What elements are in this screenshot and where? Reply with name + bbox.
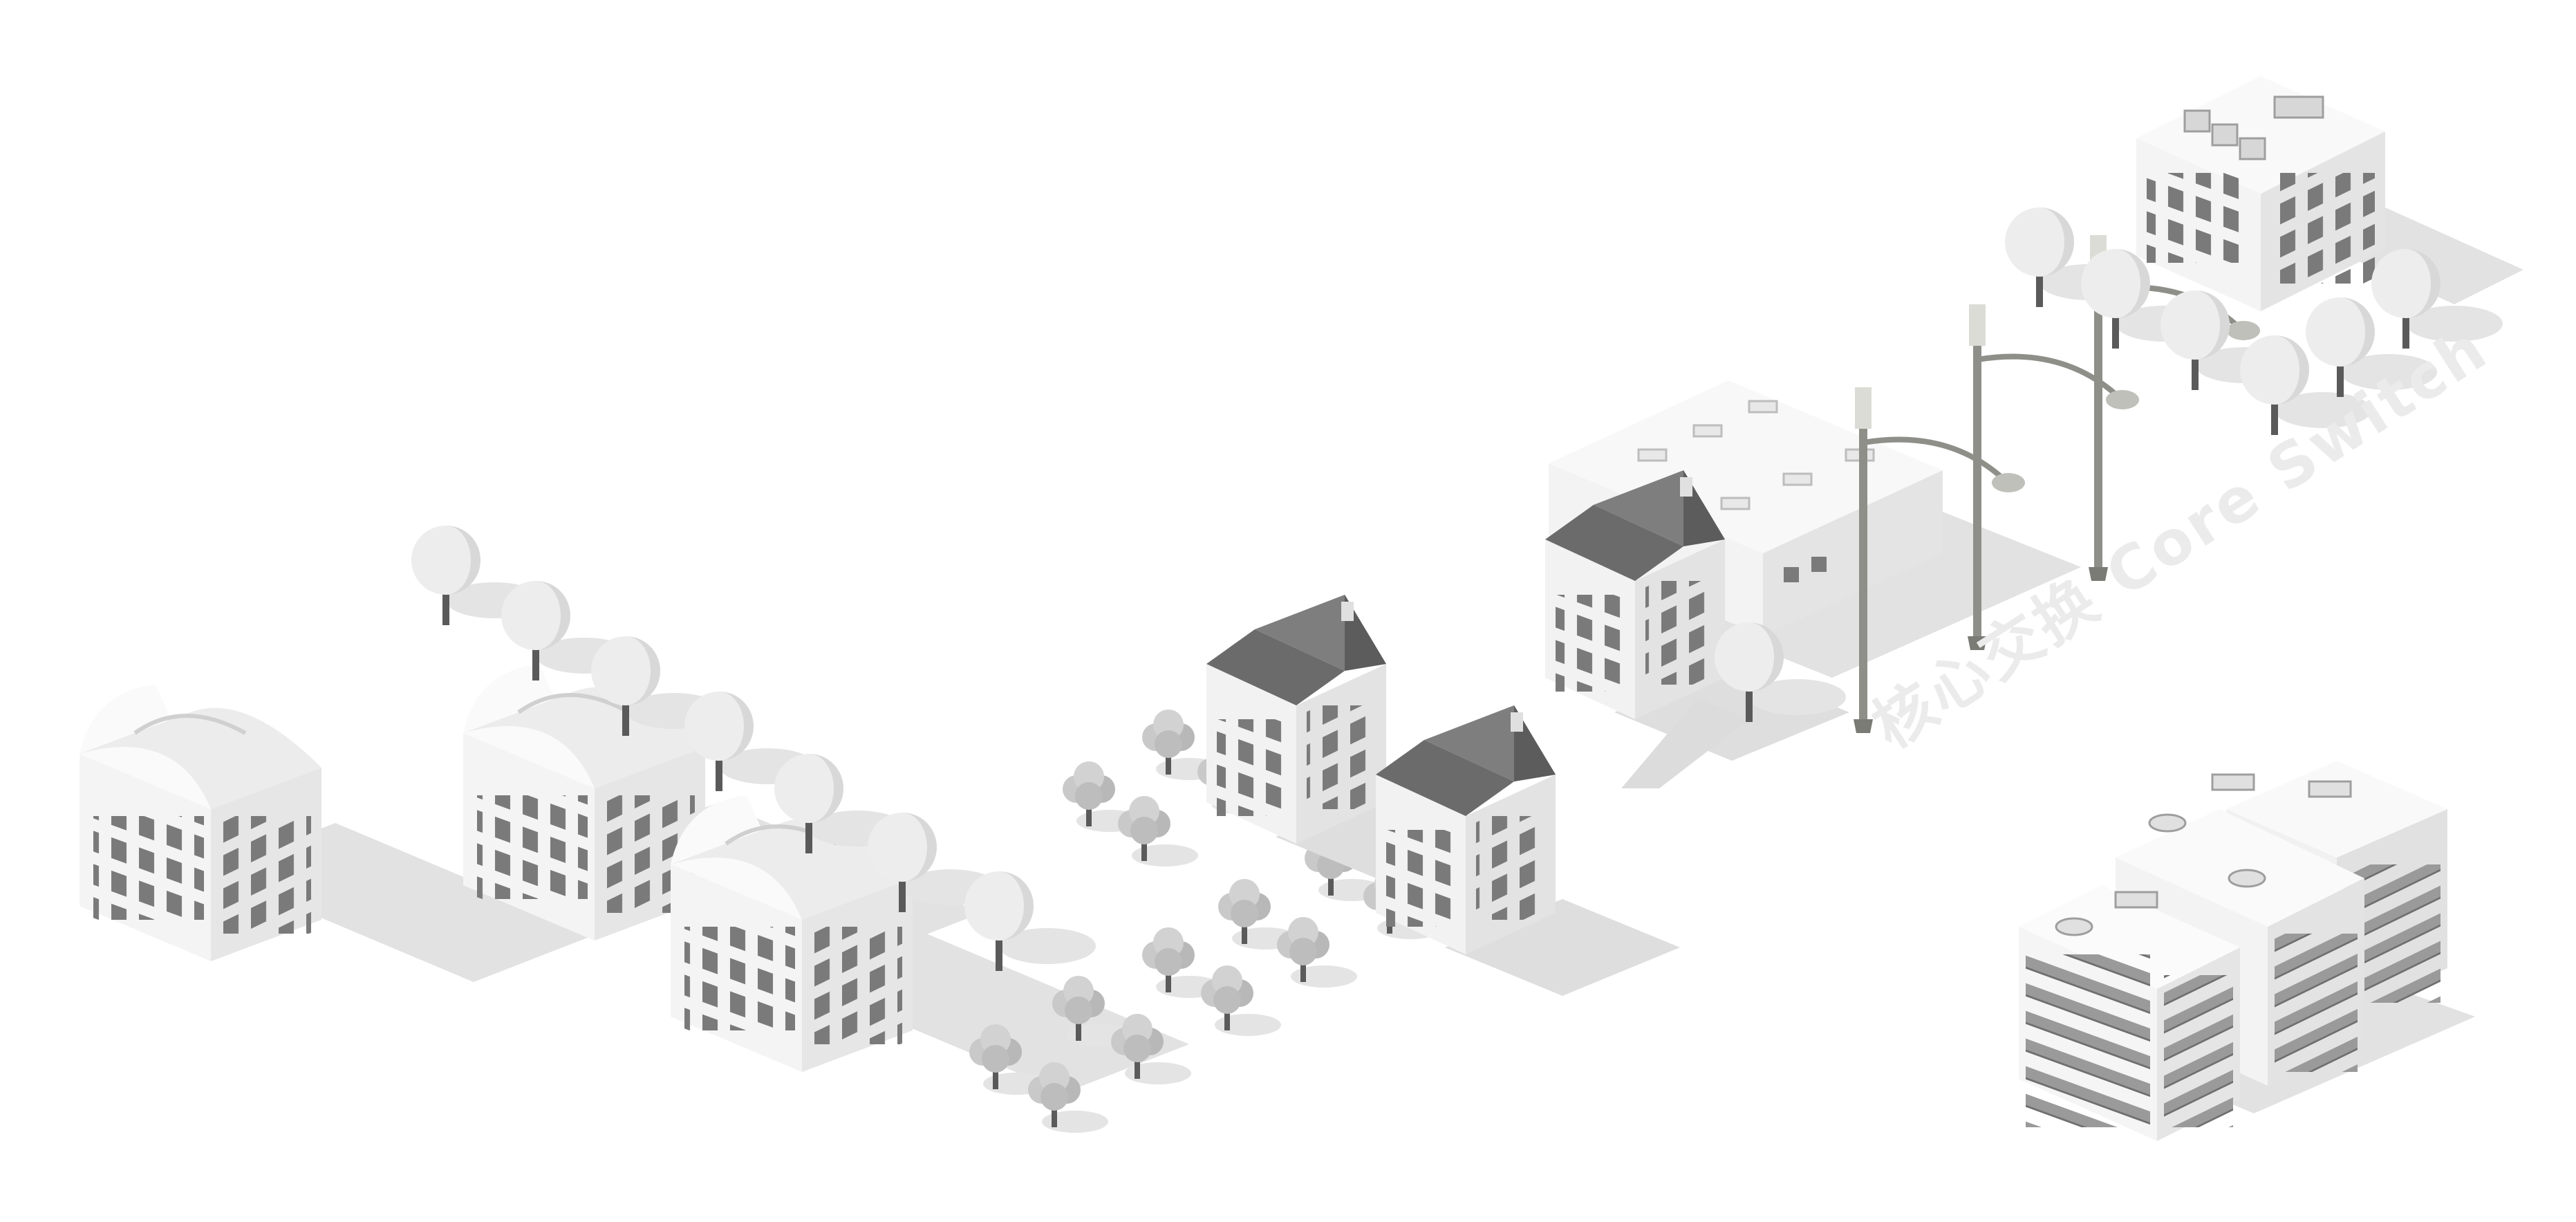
gable-house-2 (1376, 705, 1680, 996)
ground-shadow (1621, 698, 1749, 788)
office-building-top (2136, 76, 2523, 311)
round-tree (964, 871, 1096, 971)
office-complex (2019, 761, 2475, 1141)
